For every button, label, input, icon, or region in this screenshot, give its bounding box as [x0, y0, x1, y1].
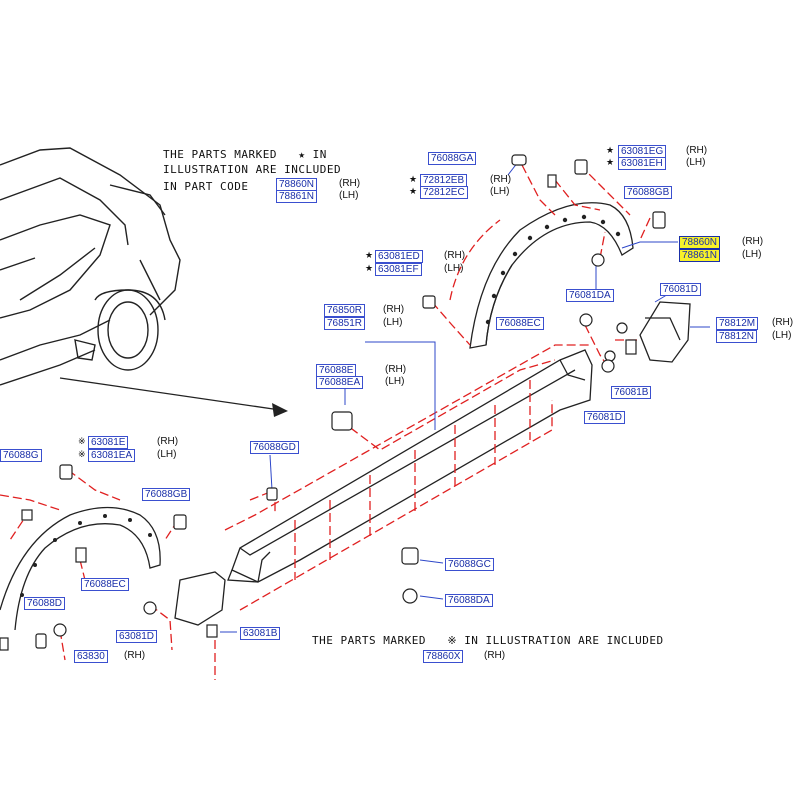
- part-code-78861N-note[interactable]: 78861N: [276, 190, 318, 203]
- bottom-note-text-b: IN ILLUSTRATION ARE INCLUDED: [464, 634, 664, 647]
- bottom-note-mark: ※: [447, 634, 458, 647]
- vehicle-outline: [0, 147, 181, 386]
- rear-fender-arch: [469, 202, 634, 349]
- part-code-76088EC-front[interactable]: 76088EC: [81, 578, 129, 591]
- part-code-76088GD[interactable]: 76088GD: [250, 441, 299, 454]
- part-code-63081E[interactable]: 63081E: [88, 436, 129, 449]
- side-sill-molding: [227, 349, 593, 583]
- part-code-63081ED[interactable]: 63081ED: [375, 250, 423, 263]
- top-note-line1: THE PARTS MARKED ★ IN: [163, 148, 327, 162]
- part-code-76088G[interactable]: 76088G: [0, 449, 42, 462]
- part-code-78812N[interactable]: 78812N: [716, 330, 758, 343]
- part-code-76088EC-rear[interactable]: 76088EC: [496, 317, 544, 330]
- part-code-76088GB-rear[interactable]: 76088GB: [624, 186, 673, 199]
- bottom-note-text-a: THE PARTS MARKED: [312, 634, 426, 647]
- front-mudflap: [174, 571, 226, 626]
- side-lh: (LH): [444, 263, 464, 274]
- part-code-72812EC[interactable]: 72812EC: [420, 186, 468, 199]
- ref-mark: ※: [78, 437, 86, 447]
- red-guide-lines: [0, 164, 651, 680]
- fender-clip-dots: [485, 214, 621, 325]
- star-mark: ★: [409, 187, 418, 197]
- part-code-76088GB-front[interactable]: 76088GB: [142, 488, 191, 501]
- top-note-star: ★: [298, 148, 306, 161]
- front-fender-arch: [0, 506, 161, 631]
- part-code-76850R[interactable]: 76850R: [324, 304, 366, 317]
- leader-lines: [220, 161, 710, 633]
- front-clip-dots: [20, 514, 152, 597]
- side-lh: (LH): [157, 449, 177, 460]
- part-code-76088EA[interactable]: 76088EA: [316, 376, 364, 389]
- star-mark: ★: [365, 251, 374, 261]
- part-code-76088GC[interactable]: 76088GC: [445, 558, 494, 571]
- part-code-78812M[interactable]: 78812M: [716, 317, 759, 330]
- part-code-78861N-highlighted[interactable]: 78861N: [679, 249, 721, 262]
- side-lh: (LH): [742, 249, 762, 260]
- part-code-76088GA[interactable]: 76088GA: [428, 152, 477, 165]
- side-rh: (RH): [157, 436, 179, 447]
- top-note-text-a: THE PARTS MARKED: [163, 148, 277, 161]
- part-code-63081EA[interactable]: 63081EA: [88, 449, 136, 462]
- part-code-78860N-highlighted[interactable]: 78860N: [679, 236, 721, 249]
- side-rh: (RH): [742, 236, 764, 247]
- part-code-76088DA[interactable]: 76088DA: [445, 594, 493, 607]
- side-lh: (LH): [686, 157, 706, 168]
- part-code-76081D-sill[interactable]: 76081D: [584, 411, 626, 424]
- star-mark: ★: [409, 175, 418, 185]
- ref-mark: ※: [78, 450, 86, 460]
- side-rh: (RH): [772, 317, 794, 328]
- part-code-72812EB[interactable]: 72812EB: [420, 174, 468, 187]
- part-code-76081DA[interactable]: 76081DA: [566, 289, 614, 302]
- part-code-63081EH[interactable]: 63081EH: [618, 157, 666, 170]
- side-lh: (LH): [772, 330, 792, 341]
- side-rh: (RH): [385, 364, 407, 375]
- part-code-63081EF[interactable]: 63081EF: [375, 263, 422, 276]
- top-note-text-b: IN: [312, 148, 327, 161]
- star-mark: ★: [365, 264, 374, 274]
- side-rh: (RH): [383, 304, 405, 315]
- side-lh: (LH): [339, 190, 359, 201]
- star-mark: ★: [606, 158, 615, 168]
- top-note-line3: IN PART CODE: [163, 180, 249, 193]
- star-mark: ★: [606, 146, 615, 156]
- part-code-76851R[interactable]: 76851R: [324, 317, 366, 330]
- side-rh: (RH): [339, 178, 361, 189]
- part-code-63081B[interactable]: 63081B: [240, 627, 281, 640]
- part-code-76081B[interactable]: 76081B: [611, 386, 652, 399]
- side-lh: (LH): [383, 317, 403, 328]
- part-code-76088D[interactable]: 76088D: [24, 597, 66, 610]
- part-code-63081D[interactable]: 63081D: [116, 630, 158, 643]
- rear-mudflap: [639, 301, 691, 363]
- bottom-note-line1: THE PARTS MARKED ※ IN ILLUSTRATION ARE I…: [312, 634, 664, 648]
- fastener-clips: [0, 154, 666, 651]
- part-code-63830[interactable]: 63830: [74, 650, 108, 663]
- side-rh: (RH): [444, 250, 466, 261]
- direction-arrow: [59, 377, 288, 417]
- top-note-line2: ILLUSTRATION ARE INCLUDED: [163, 163, 342, 176]
- part-code-76081D-rear[interactable]: 76081D: [660, 283, 702, 296]
- part-code-78860X[interactable]: 78860X: [423, 650, 464, 663]
- side-lh: (LH): [490, 186, 510, 197]
- side-rh: (RH): [484, 650, 506, 661]
- side-rh: (RH): [686, 145, 708, 156]
- side-lh: (LH): [385, 376, 405, 387]
- side-rh: (RH): [124, 650, 146, 661]
- side-rh: (RH): [490, 174, 512, 185]
